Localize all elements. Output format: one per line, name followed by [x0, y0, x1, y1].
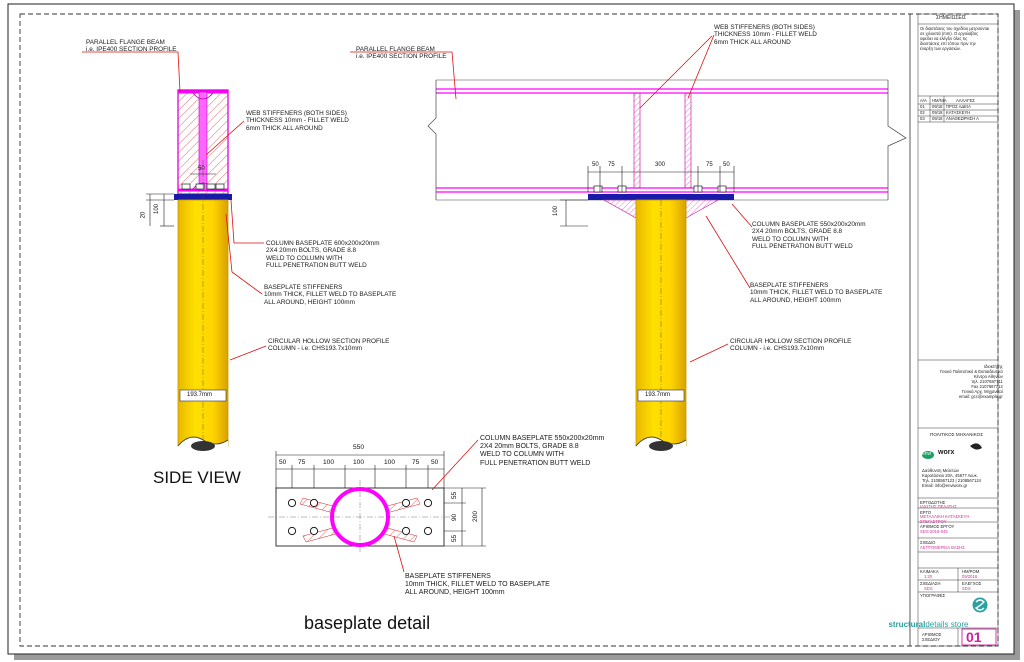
detail-dim-3: 100 [323, 459, 335, 466]
side-dia-label: 193.7mm [187, 392, 213, 398]
side-dim-20: 20 [140, 211, 147, 219]
tb-rev1-no: 01 [920, 104, 925, 109]
tb-engineer-text: Διεύθυνση Μελετών Καρατάσιου 20Α, 45677 … [922, 468, 981, 488]
front-dim-4: 75 [706, 162, 713, 168]
side-view [82, 51, 267, 452]
tb-rev3-date: 09/18 [932, 116, 943, 121]
side-dim-100: 100 [154, 203, 161, 215]
front-chs-label: CIRCULAR HOLLOW SECTION PROFILE COLUMN -… [730, 338, 852, 353]
front-web-stiffeners-label: WEB STIFFENERS (BOTH SIDES) THICKNESS 10… [714, 24, 817, 46]
side-chs-label: CIRCULAR HOLLOW SECTION PROFILE COLUMN -… [268, 338, 390, 353]
tb-sheet-label: ΑΡΙΘΜΟΣ ΣΧΕΔΙΟΥ [922, 632, 942, 642]
tb-brand-light: details store [925, 620, 969, 629]
tb-engineer-heading: ΠΟΛΙΤΙΚΟΣ ΜΗΧΑΝΙΚΟΣ [930, 432, 984, 437]
front-dim-100: 100 [553, 205, 560, 217]
side-dim-50: 50 [198, 166, 205, 172]
front-baseplate [588, 194, 734, 200]
tb-project-label: ΕΡΓΟ [920, 510, 932, 515]
side-stiffeners-label: BASEPLATE STIFFENERS 10mm THICK, FILLET … [264, 284, 397, 306]
side-beam-label: PARALLEL FLANGE BEAM i.e. IPE400 SECTION… [86, 39, 177, 54]
tb-rev1-date: 09/18 [932, 104, 943, 109]
front-view [350, 34, 907, 452]
tb-project-no-value: SDS-2018-045 [920, 529, 948, 534]
front-stiffeners-label: BASEPLATE STIFFENERS 10mm THICK, FILLET … [750, 282, 883, 304]
baseplate-detail [268, 439, 486, 573]
tb-rev1-desc: ΠΡΟΣ ΑΔΕΙΑ [946, 104, 971, 109]
tb-rev3-desc: ΑΝΑΘΕΩΡΗΣΗ Α [946, 116, 979, 121]
tb-drawing-label: ΣΧΕΔΙΟ [920, 540, 936, 545]
front-beam-label: PARALLEL FLANGE BEAM i.e. IPE400 SECTION… [356, 46, 447, 61]
tb-check-label: ΕΛΕΓΧΟΣ [962, 581, 982, 586]
front-dim-5: 50 [723, 162, 730, 168]
tb-rev2-desc: ΚΑΤΑΣΚΕΥΗ [946, 110, 971, 115]
detail-dim-4: 100 [353, 459, 365, 466]
tb-project-value: ΜΕΤΑΛΛΙΚΗ ΚΑΤΑΣΚΕΥΗ ΣΤΕΓΑΣΤΡΟΥ [920, 514, 970, 524]
tb-rev2-no: 02 [920, 110, 925, 115]
side-web-stiffeners-label: WEB STIFFENERS (BOTH SIDES) THICKNESS 10… [246, 110, 349, 132]
front-dim-2: 75 [608, 162, 615, 168]
tb-notes-heading: ΣΗΜΕΙΩΣΕΙΣ [936, 15, 967, 21]
front-dim-3: 300 [655, 162, 666, 168]
tb-rev3-no: 03 [920, 116, 925, 121]
tb-drawn-label: ΣΧΕΔΙΑΣΗ [920, 581, 941, 586]
tb-notes: Οι διαστάσεις του σχεδίου μετρούνται σε … [920, 26, 990, 51]
tb-logo-text: envi [922, 451, 932, 457]
detail-baseplate-label: COLUMN BASEPLATE 550x200x20mm 2X4 20mm B… [480, 435, 605, 467]
tb-rev-h1: Α/Α [920, 98, 927, 103]
tb-rev-h3: ΑΛΛΑΓΕΣ [956, 98, 975, 103]
tb-scale-label: ΚΛΙΜΑΚΑ [920, 569, 939, 574]
detail-title: baseplate detail [304, 613, 431, 633]
detail-stiffeners-label: BASEPLATE STIFFENERS 10mm THICK, FILLET … [405, 573, 550, 597]
front-dia-label: 193.7mm [645, 392, 671, 398]
detail-dim-5: 100 [384, 459, 396, 466]
enviworx-logo-icon [922, 451, 934, 459]
tb-brand-bold: structural [888, 620, 926, 629]
tb-date-label: ΗΜ/ΡΟΜ [962, 569, 980, 574]
tb-date-value: 09/2018 [962, 574, 978, 579]
tb-check-value: SDS [962, 586, 971, 591]
tb-owner-label: ΕΡΓΟΔΟΤΗΣ [920, 500, 946, 505]
tb-brand: structuraldetails store [884, 611, 969, 629]
front-dim-1: 50 [592, 162, 599, 168]
tb-sheet-no: 01 [966, 629, 982, 645]
detail-side-dim-1: 55 [451, 491, 459, 500]
tb-owner-value: ΙΔΙΩΤΗΣ ΠΕΛΑΤΗΣ [920, 504, 957, 509]
tb-rev-h2: ΗΜ/ΝΙΑ [932, 98, 947, 103]
tb-drawn-value: SDS [924, 586, 933, 591]
detail-side-dim-3: 55 [451, 534, 459, 543]
tb-project-no-label: ΑΡΙΘΜΟΣ ΕΡΓΟΥ [920, 524, 955, 529]
detail-height-dim: 200 [472, 510, 480, 523]
tb-logo-text2: worx [938, 449, 955, 456]
detail-dim-7: 50 [431, 459, 439, 466]
sheet-frame [7, 3, 1020, 660]
tb-firm-text: Ιδιοκτήτης Γενικό Πολιτιστικό & Εκπαιδευ… [940, 364, 1003, 399]
tb-rev2-date: 09/18 [932, 110, 943, 115]
tb-sign-label: ΥΠΟΓΡΑΦΕΣ [920, 593, 946, 598]
detail-dim-6: 75 [412, 459, 420, 466]
tb-scale-value: 1:20 [924, 574, 933, 579]
detail-overall-dim: 550 [353, 444, 365, 451]
detail-dim-1: 50 [279, 459, 287, 466]
detail-side-dim-2: 90 [451, 513, 459, 522]
tb-drawing-value: ΛΕΠΤΟΜΕΡΕΙΑ ΒΑΣΗΣ [920, 545, 965, 550]
side-view-title: SIDE VIEW [153, 468, 241, 487]
title-block [917, 13, 999, 647]
front-baseplate-label: COLUMN BASEPLATE 550x200x20mm 2X4 20mm B… [752, 221, 866, 251]
front-beam [427, 79, 907, 201]
detail-dim-2: 75 [298, 459, 306, 466]
side-baseplate-label: COLUMN BASEPLATE 600x200x20mm 2X4 20mm B… [266, 240, 380, 270]
